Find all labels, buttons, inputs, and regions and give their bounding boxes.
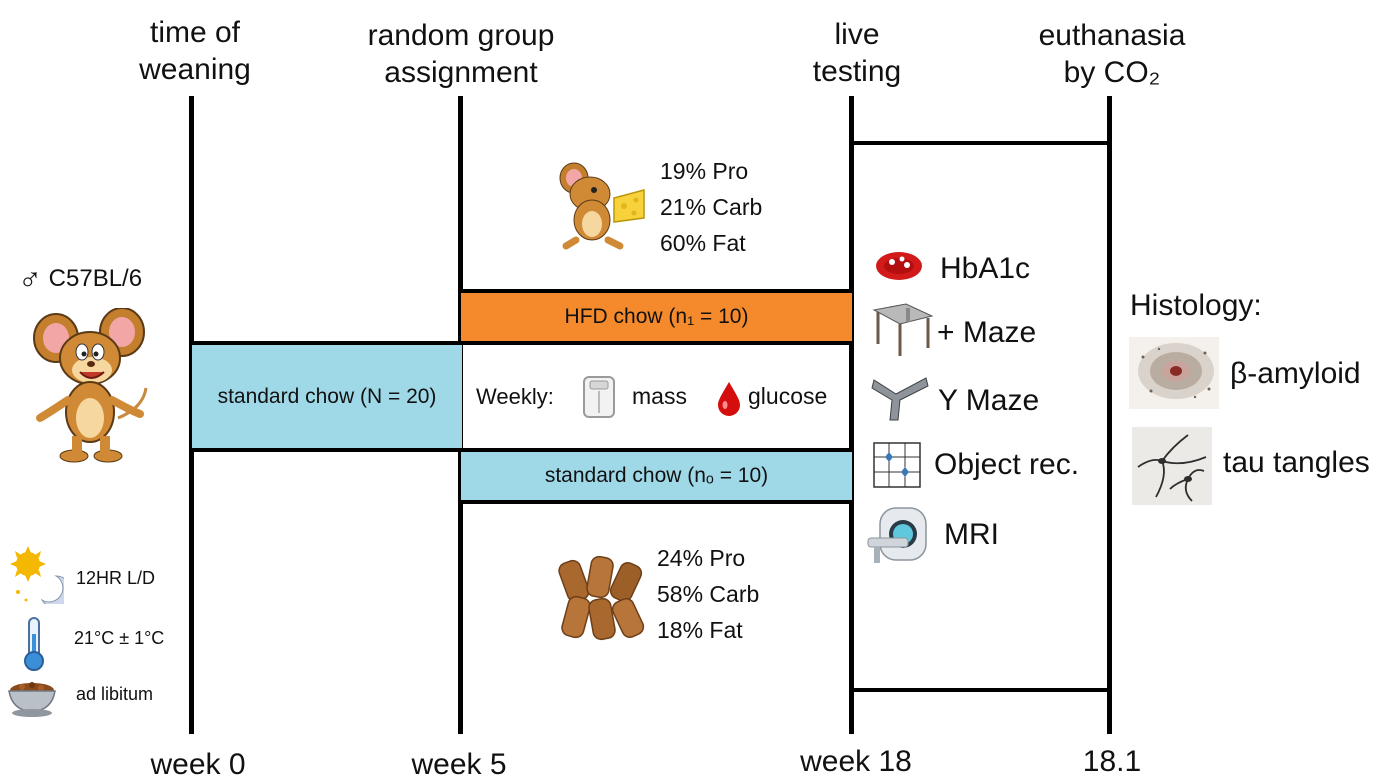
hfd-diet-composition: 19% Pro 21% Carb 60% Fat [660, 153, 762, 261]
std-fat: 18% Fat [657, 617, 743, 643]
standard-chow-box: standard chow (nₒ = 10) [461, 448, 852, 504]
milestone-live-testing-line2: testing [812, 55, 902, 88]
week-0-label: week 0 [150, 748, 246, 781]
week-18-label: week 18 [800, 745, 912, 778]
histology-title: Histology: [1130, 289, 1262, 322]
hfd-protein: 19% Pro [660, 158, 749, 184]
histology-amyloid: β-amyloid [1230, 357, 1361, 390]
milestone-randomization-line1: random group [367, 19, 555, 52]
mass-label: mass [632, 383, 687, 409]
hfd-fat: 60% Fat [660, 230, 746, 256]
test-mri: MRI [944, 518, 999, 551]
amyloid-plaque-icon [1129, 337, 1219, 409]
std-carb: 58% Carb [657, 581, 760, 607]
test-hba1c: HbA1c [940, 252, 1031, 285]
temperature-label: 21°C ± 1°C [74, 628, 165, 648]
weekly-measurements: Weekly: mass glucose [476, 372, 846, 422]
initial-group-label: standard chow (N = 20) [217, 384, 437, 408]
milestone-weaning: time of weaning [75, 14, 315, 88]
week-5-label: week 5 [411, 748, 507, 781]
glucose-label: glucose [748, 383, 828, 409]
initial-standard-chow-box: standard chow (N = 20) [192, 341, 462, 452]
standard-group-label: standard chow (nₒ = 10) [544, 464, 769, 487]
milestone-euthanasia: euthanasia by CO₂ [992, 17, 1232, 91]
milestone-live-testing-line1: live [834, 18, 880, 51]
chow-pellets-icon [555, 553, 647, 643]
test-object-recognition: Object rec. [934, 448, 1080, 481]
mri-scanner-icon [867, 507, 927, 563]
subject-label: ♂ C57BL/6 [18, 260, 142, 297]
feeding-label: ad libitum [76, 684, 154, 704]
tau-tangles-icon [1132, 427, 1212, 505]
object-recognition-grid-icon [873, 442, 921, 488]
hfd-group-label: HFD chow (n₁ = 10) [564, 305, 749, 328]
mouse-with-cheese-icon [559, 162, 645, 250]
food-bowl-icon [8, 682, 56, 717]
timeline-line-week18 [849, 96, 854, 734]
milestone-weaning-line1: time of [149, 16, 241, 49]
milestone-euthanasia-line2: by CO₂ [1063, 56, 1161, 89]
mouse-character-icon [33, 308, 148, 463]
strain-label: C57BL/6 [48, 265, 143, 292]
histology-tau: tau tangles [1223, 446, 1370, 479]
blood-cell-icon [876, 252, 922, 280]
testing-frame-bottom [849, 688, 1112, 692]
light-dark-cycle-label: 12HR L/D [76, 568, 156, 588]
sun-moon-icon [10, 546, 64, 604]
milestone-randomization: random group assignment [341, 17, 581, 91]
milestone-weaning-line2: weaning [139, 53, 251, 86]
blood-drop-icon [718, 382, 740, 416]
plus-maze-icon [872, 303, 934, 356]
standard-diet-composition: 24% Pro 58% Carb 18% Fat [657, 540, 759, 648]
y-maze-icon [871, 377, 929, 421]
test-plus-maze: + Maze [937, 316, 1037, 349]
end-label: 18.1 [1082, 745, 1142, 778]
scale-icon [583, 376, 615, 418]
weekly-label: Weekly: [476, 384, 554, 409]
timeline-line-week0 [189, 96, 194, 734]
hfd-chow-box: HFD chow (n₁ = 10) [461, 289, 852, 345]
timeline-line-end [1107, 96, 1112, 734]
milestone-euthanasia-line1: euthanasia [1038, 19, 1186, 52]
test-y-maze: Y Maze [938, 384, 1040, 417]
hfd-carb: 21% Carb [660, 194, 763, 220]
thermometer-icon [24, 617, 44, 671]
std-protein: 24% Pro [657, 545, 746, 571]
male-symbol: ♂ [18, 260, 42, 296]
milestone-live-testing: live testing [737, 16, 977, 90]
testing-frame-top [849, 141, 1112, 145]
milestone-randomization-line2: assignment [384, 56, 538, 89]
